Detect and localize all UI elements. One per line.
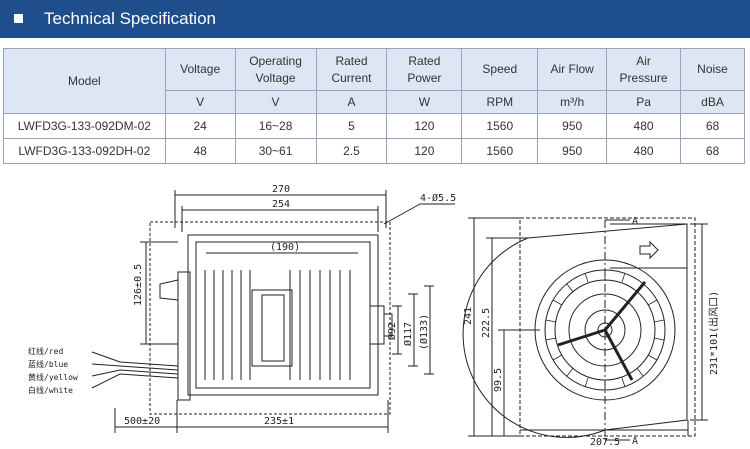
dim-body-width: 254 <box>272 199 290 210</box>
table-row: LWFD3G-133-092DH-02 48 30~61 2.5 120 156… <box>3 138 745 164</box>
col-header-speed: Speed <box>461 48 539 91</box>
unit-noise: dBA <box>680 90 745 114</box>
dim-core-width: (190) <box>270 242 300 253</box>
table-row: LWFD3G-133-092DM-02 24 16~28 5 120 1560 … <box>3 113 745 139</box>
unit-speed: RPM <box>461 90 539 114</box>
dim-d117: Ø117 <box>402 322 414 346</box>
unit-rated-power: W <box>386 90 463 114</box>
cell-speed: 1560 <box>461 138 539 164</box>
spec-table: Model Voltage Operating Voltage Rated Cu… <box>3 48 745 164</box>
cell-operating-voltage: 16~28 <box>234 113 317 139</box>
col-header-noise: Noise <box>680 48 745 91</box>
section-header: Technical Specification <box>0 0 750 38</box>
unit-rated-current: A <box>315 90 388 114</box>
cell-model: LWFD3G-133-092DH-02 <box>3 138 166 164</box>
dim-offset: 99.5 <box>493 368 504 392</box>
dim-d92: Ø92 <box>386 322 398 340</box>
cell-rated-current: 5 <box>315 113 388 139</box>
cell-voltage: 24 <box>164 113 236 139</box>
col-header-air-flow: Air Flow <box>537 48 608 91</box>
col-header-model: Model <box>3 48 166 114</box>
wire-label-yellow: 黄线/yellow <box>28 372 78 382</box>
cell-rated-power: 120 <box>386 113 463 139</box>
cell-speed: 1560 <box>461 113 539 139</box>
technical-drawing: 270 254 4-Ø5.5 (190) 126±0.5 Ø92 Ø117 (Ø… <box>28 184 720 448</box>
dim-mount-height: 126±0.5 <box>133 264 144 306</box>
dim-outlet: 231*101(出风口) <box>707 291 720 375</box>
wire-label-white: 白线/white <box>28 385 73 395</box>
cell-noise: 68 <box>680 138 745 164</box>
dim-height-241: 241 <box>463 307 474 325</box>
side-view <box>91 190 455 433</box>
cell-air-pressure: 480 <box>606 138 682 164</box>
dim-bottom-width: 207.5 <box>590 437 620 448</box>
unit-air-flow: m³/h <box>537 90 608 114</box>
cell-rated-power: 120 <box>386 138 463 164</box>
col-header-rated-power: Rated Power <box>386 48 463 91</box>
cell-model: LWFD3G-133-092DM-02 <box>3 113 166 139</box>
unit-air-pressure: Pa <box>606 90 682 114</box>
bullet-square-icon <box>14 14 23 23</box>
wire-label-blue: 蓝线/blue <box>28 359 68 369</box>
dim-holes: 4-Ø5.5 <box>420 192 456 204</box>
section-title: Technical Specification <box>44 9 216 28</box>
dim-d133: (Ø133) <box>418 314 430 350</box>
cell-rated-current: 2.5 <box>315 138 388 164</box>
cell-air-pressure: 480 <box>606 113 682 139</box>
wire-label-red: 红线/red <box>28 346 63 356</box>
dim-overall-width: 270 <box>272 184 290 195</box>
col-header-voltage: Voltage <box>164 48 236 91</box>
dim-cable: 500±20 <box>124 416 160 427</box>
cell-noise: 68 <box>680 113 745 139</box>
front-view <box>462 217 708 441</box>
col-header-rated-current: Rated Current <box>315 48 388 91</box>
section-label-top: A <box>632 216 638 227</box>
unit-voltage: V <box>164 90 236 114</box>
dim-height-222: 222.5 <box>481 308 492 338</box>
cell-air-flow: 950 <box>537 138 608 164</box>
col-header-operating-voltage: Operating Voltage <box>234 48 317 91</box>
cell-operating-voltage: 30~61 <box>234 138 317 164</box>
unit-operating-voltage: V <box>234 90 317 114</box>
col-header-air-pressure: Air Pressure <box>606 48 682 91</box>
cell-air-flow: 950 <box>537 113 608 139</box>
section-label-bottom: A <box>632 436 638 447</box>
cell-voltage: 48 <box>164 138 236 164</box>
dim-depth: 235±1 <box>264 416 294 427</box>
